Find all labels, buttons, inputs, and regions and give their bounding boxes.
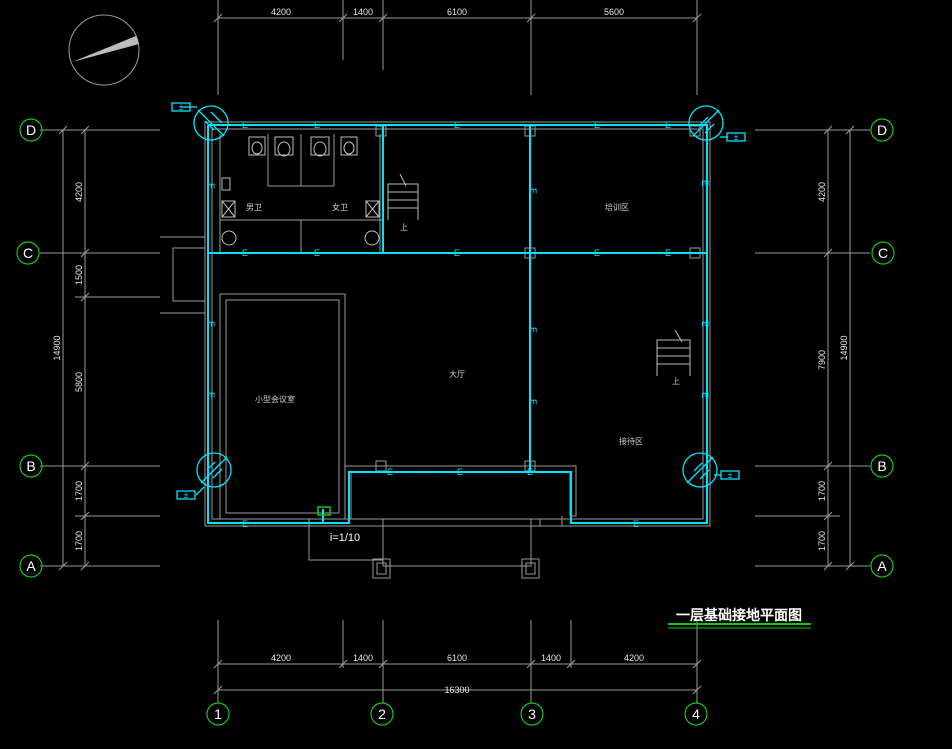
axis-label-col-1: 1 [214, 706, 222, 722]
e-marker: E [633, 519, 639, 529]
e-marker: E [700, 321, 710, 327]
e-marker: E [528, 399, 538, 405]
e-marker: E [700, 180, 710, 186]
rod-label-sw: ± [184, 490, 189, 500]
e-marker: E [206, 392, 216, 398]
axis-bubble-left-c [16, 241, 40, 265]
e-marker: E [242, 248, 248, 258]
axis-label-right-d: D [877, 122, 887, 138]
axis-bubble-col-3 [520, 702, 544, 726]
stair-icon [387, 173, 691, 376]
grounding-rod-icon-ne [688, 105, 746, 142]
axis-bubble-left-d [19, 118, 43, 142]
stair-up-label-2: 上 [672, 377, 680, 386]
axis-bubble-right-b [870, 454, 894, 478]
axis-bubble-left-b [19, 454, 43, 478]
room-label-reception: 接待区 [619, 436, 643, 446]
e-marker: E [242, 519, 248, 529]
dim-left-5: 1700 [74, 531, 84, 551]
drawing-title: 一层基础接地平面图 [676, 607, 802, 624]
axis-label-left-c: C [23, 245, 33, 261]
dim-left-total: 14900 [52, 335, 62, 360]
axis-label-left-a: A [26, 558, 36, 574]
axis-label-right-b: B [877, 458, 886, 474]
axis-bubble-right-d [870, 118, 894, 142]
room-label-training: 培训区 [605, 202, 629, 212]
slope-note: i=1/10 [330, 532, 360, 544]
axis-label-left-b: B [26, 458, 35, 474]
dim-bottom-3: 6100 [447, 653, 467, 663]
dim-left-2: 1500 [74, 265, 84, 285]
axis-label-col-2: 2 [378, 706, 386, 722]
building-walls [160, 121, 711, 579]
rod-label-se: ± [728, 470, 733, 480]
grounding-rod-icon-se [682, 452, 740, 488]
room-label-mens-wc: 男卫 [246, 203, 262, 212]
e-marker: E [314, 248, 320, 258]
dim-bottom-2: 1400 [353, 653, 373, 663]
dim-left-4: 1700 [74, 481, 84, 501]
right-dimension-chain [755, 125, 870, 571]
dim-left-3: 5800 [74, 372, 84, 392]
e-marker: E [454, 120, 460, 130]
dim-bottom-5: 4200 [624, 653, 644, 663]
e-marker: E [314, 120, 320, 130]
axis-bubble-col-1 [206, 702, 230, 726]
e-marker: E [528, 188, 538, 194]
dim-top-1: 4200 [271, 7, 291, 17]
axis-bubble-col-4 [684, 702, 708, 726]
axis-bubble-right-a [870, 554, 894, 578]
room-label-meeting: 小型会议室 [255, 394, 295, 404]
test-point-box-icon [317, 506, 331, 516]
conductor-markers: E E E E E E E E E E E E E E E E E E E E … [206, 120, 710, 529]
dim-top-4: 5600 [604, 7, 624, 17]
rod-label-ne: ± [734, 132, 739, 142]
left-dimension-chain [40, 125, 160, 571]
axis-bubble-left-a [19, 554, 43, 578]
e-marker: E [594, 248, 600, 258]
dim-right-total: 14900 [839, 335, 849, 360]
room-label-hall: 大厅 [449, 369, 465, 379]
toilet-icon [221, 136, 380, 246]
e-marker: E [454, 248, 460, 258]
axis-label-left-d: D [26, 122, 36, 138]
dim-right-4: 1700 [817, 531, 827, 551]
e-marker: E [387, 467, 393, 477]
axis-bubble-right-c [871, 241, 895, 265]
room-label-womens-wc: 女卫 [332, 202, 348, 212]
e-marker: E [594, 120, 600, 130]
axis-label-right-a: A [877, 558, 887, 574]
e-marker: E [206, 321, 216, 327]
stair-up-label-1: 上 [400, 223, 408, 232]
e-marker: E [528, 327, 538, 333]
north-arrow-icon [68, 14, 140, 86]
dim-top-3: 6100 [447, 7, 467, 17]
dim-top-2: 1400 [353, 7, 373, 17]
grounding-conductor-network [207, 124, 708, 524]
grounding-rod-icon-sw [176, 452, 232, 500]
e-marker: E [527, 467, 533, 477]
axis-label-right-c: C [878, 245, 888, 261]
dim-bottom-1: 4200 [271, 653, 291, 663]
dim-bottom-total: 16300 [444, 685, 469, 695]
e-marker: E [700, 392, 710, 398]
axis-bubble-col-2 [370, 702, 394, 726]
axis-label-col-4: 4 [692, 706, 700, 722]
e-marker: E [242, 120, 248, 130]
rod-label-nw: ± [179, 102, 184, 112]
grounding-rod-icon-nw [171, 102, 229, 141]
axis-label-col-3: 3 [528, 706, 536, 722]
e-marker: E [665, 248, 671, 258]
dim-left-1: 4200 [74, 182, 84, 202]
e-marker: E [457, 467, 463, 477]
dim-right-2: 7900 [817, 350, 827, 370]
bottom-dimension-chain [213, 620, 702, 703]
dim-right-3: 1700 [817, 481, 827, 501]
top-dimension-chain [213, 0, 702, 95]
dim-right-1: 4200 [817, 182, 827, 202]
e-marker: E [206, 183, 216, 189]
dim-bottom-4: 1400 [541, 653, 561, 663]
e-marker: E [665, 120, 671, 130]
